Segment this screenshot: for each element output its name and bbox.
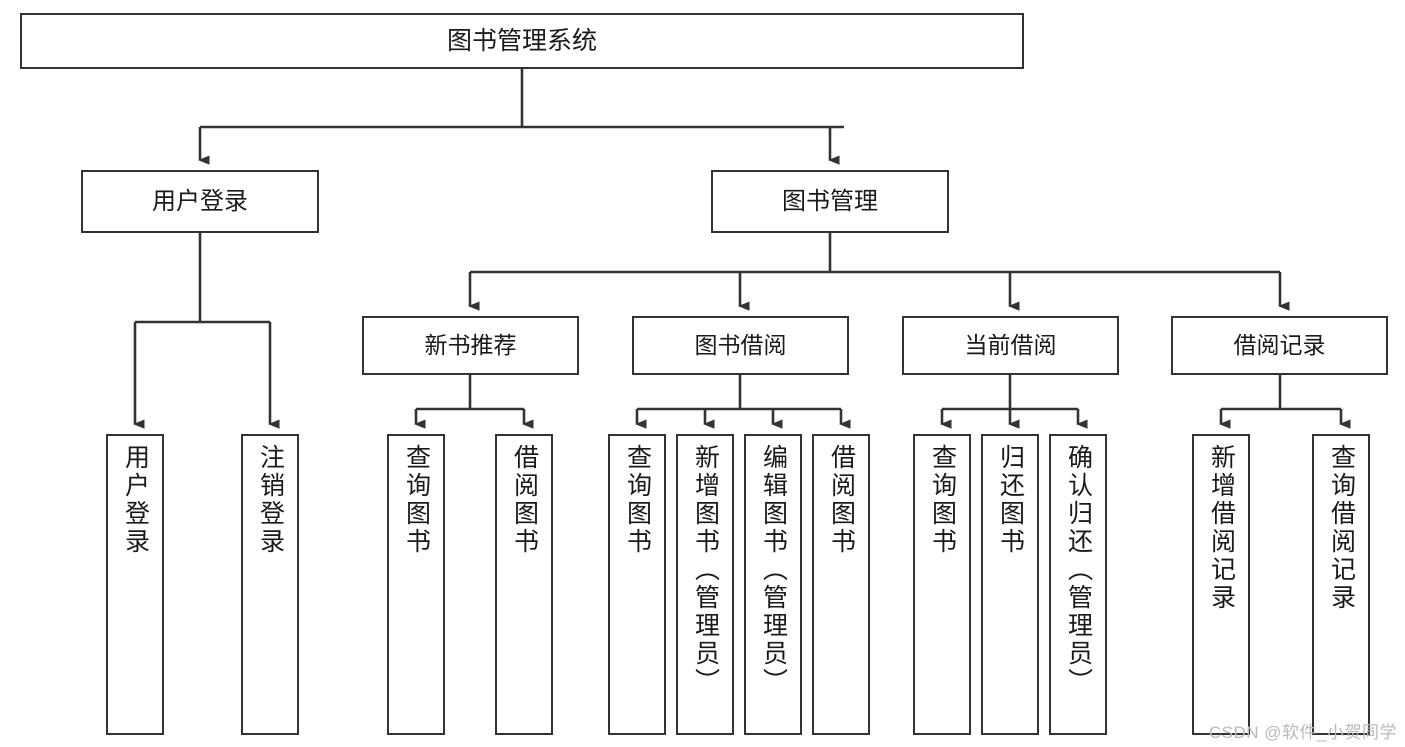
node-root-system[interactable]: 图书管理系统 (20, 13, 1024, 69)
node-label: 图书管理系统 (446, 26, 597, 55)
node-label: 图书管理 (782, 187, 878, 215)
node-leaf-borrow-book-borrow[interactable]: 借阅图书 (812, 434, 870, 735)
node-leaf-return-book[interactable]: 归还图书 (981, 434, 1039, 735)
node-book-management-group[interactable]: 图书管理 (711, 170, 949, 233)
csdn-watermark: CSDN @软件_小贺同学 (1208, 723, 1397, 742)
node-label: 归还图书 (996, 444, 1025, 556)
node-label: 借阅图书 (510, 444, 539, 556)
node-leaf-user-login[interactable]: 用户登录 (106, 434, 164, 735)
node-label: 查询图书 (928, 444, 957, 556)
node-leaf-query-book-newbook[interactable]: 查询图书 (387, 434, 445, 735)
node-label: 新增图书（管理员） (691, 444, 720, 696)
node-label: 借阅图书 (827, 444, 856, 556)
node-label: 图书借阅 (694, 332, 787, 359)
node-label: 注销登录 (256, 444, 285, 556)
node-user-login-group[interactable]: 用户登录 (81, 170, 319, 233)
node-label: 查询图书 (402, 444, 431, 556)
node-label: 用户登录 (121, 444, 150, 556)
node-label: 新书推荐 (424, 332, 517, 359)
node-label: 借阅记录 (1233, 332, 1326, 359)
node-label: 确认归还（管理员） (1064, 444, 1093, 696)
node-label: 查询借阅记录 (1327, 444, 1356, 612)
node-label: 查询图书 (623, 444, 652, 556)
node-label: 编辑图书（管理员） (759, 444, 788, 696)
node-borrow-record[interactable]: 借阅记录 (1171, 316, 1388, 375)
node-leaf-edit-book-admin[interactable]: 编辑图书（管理员） (744, 434, 802, 735)
node-current-borrow[interactable]: 当前借阅 (902, 316, 1119, 375)
node-leaf-borrow-book-newbook[interactable]: 借阅图书 (495, 434, 553, 735)
node-leaf-user-logout[interactable]: 注销登录 (241, 434, 299, 735)
node-label: 新增借阅记录 (1207, 444, 1236, 612)
node-leaf-add-book-admin[interactable]: 新增图书（管理员） (676, 434, 734, 735)
node-label: 用户登录 (152, 187, 248, 215)
node-leaf-query-book-borrow[interactable]: 查询图书 (608, 434, 666, 735)
node-book-borrow[interactable]: 图书借阅 (632, 316, 849, 375)
node-new-book-recommend[interactable]: 新书推荐 (362, 316, 579, 375)
node-label: 当前借阅 (964, 332, 1057, 359)
node-leaf-query-book-current[interactable]: 查询图书 (913, 434, 971, 735)
node-leaf-confirm-return-admin[interactable]: 确认归还（管理员） (1049, 434, 1107, 735)
node-leaf-query-borrow-record[interactable]: 查询借阅记录 (1312, 434, 1370, 735)
node-leaf-add-borrow-record[interactable]: 新增借阅记录 (1192, 434, 1250, 735)
